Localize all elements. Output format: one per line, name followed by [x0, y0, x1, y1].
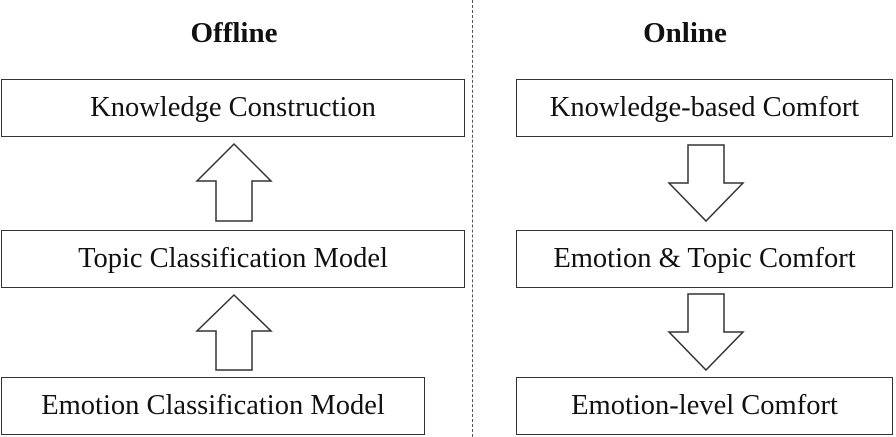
down-arrow-icon [667, 293, 745, 372]
emotion-level-comfort-box: Emotion-level Comfort [516, 377, 893, 435]
knowledge-based-comfort-box: Knowledge-based Comfort [516, 79, 893, 137]
offline-heading: Offline [190, 17, 278, 49]
online-heading: Online [643, 17, 727, 49]
section-divider [472, 0, 473, 437]
emotion-topic-comfort-box: Emotion & Topic Comfort [516, 230, 893, 288]
up-arrow-icon [195, 293, 273, 371]
knowledge-construction-box: Knowledge Construction [1, 79, 465, 137]
up-arrow-icon [195, 142, 273, 222]
down-arrow-icon [667, 144, 745, 223]
emotion-classification-model-box: Emotion Classification Model [1, 377, 425, 435]
topic-classification-model-box: Topic Classification Model [1, 230, 465, 288]
